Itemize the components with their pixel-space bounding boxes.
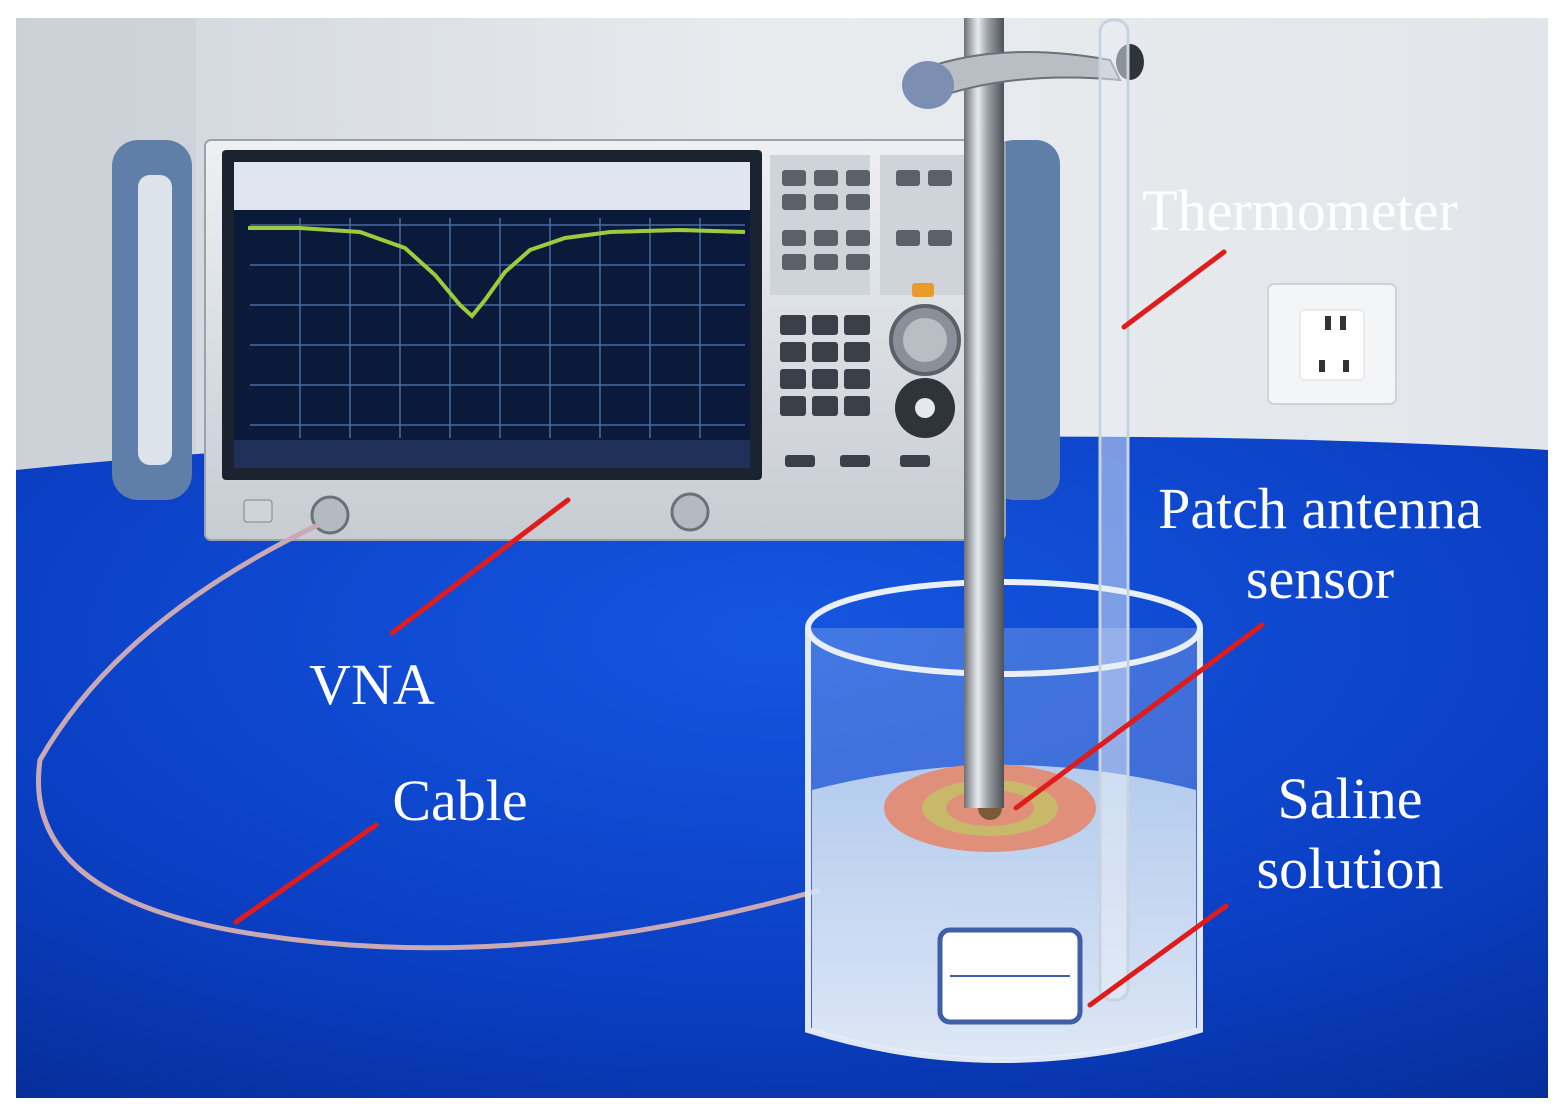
saline-leader [1087,903,1229,1008]
vna-label-text: VNA [309,652,435,717]
stand-rod [964,18,1004,808]
cable-leader [233,822,379,925]
wall-outlet-icon [1267,283,1397,405]
thermometer-tube [1098,18,1130,1002]
patch-antenna-label-line2: sensor [1245,546,1395,611]
vna-screen [234,162,750,468]
vna-instrument [112,139,1060,541]
s11-trace [248,226,746,319]
rf-cable [36,522,821,951]
patch-antenna-label: Patch antenna sensor [1120,474,1520,614]
saline-label-line1: Saline [1277,766,1423,831]
vna-leader [389,497,571,636]
cable-label: Cable [360,766,560,836]
thermometer-label: Thermometer [1120,176,1480,246]
saline-solution-label: Saline solution [1220,764,1480,904]
clamp-icon [902,44,1144,109]
thermometer-leader [1121,249,1227,330]
saline-label-line2: solution [1256,836,1444,901]
cable-label-text: Cable [392,768,528,833]
patch-antenna-label-line1: Patch antenna [1158,476,1482,541]
vna-label: VNA [282,650,462,720]
leader-lines [233,249,1265,1008]
patch-antenna-leader [1013,622,1265,811]
thermometer-label-text: Thermometer [1142,178,1458,243]
